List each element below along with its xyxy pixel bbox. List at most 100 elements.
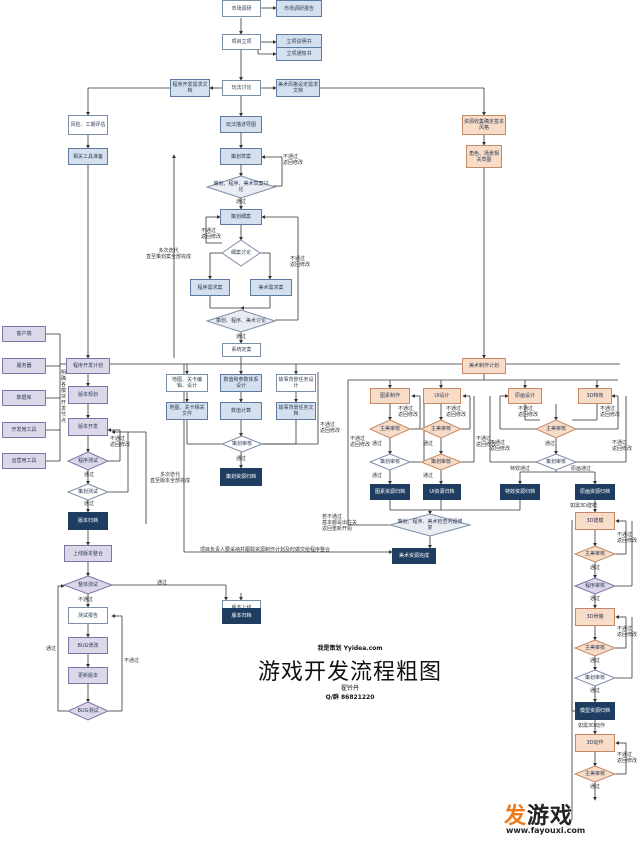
- node-test-report: 测试报告: [68, 607, 108, 624]
- node-version-plan: 版本规划: [68, 386, 108, 404]
- diamond-program-check-3d: 程序审核: [573, 577, 617, 595]
- diamond-lead-check-scene: 主美审核: [534, 419, 578, 439]
- edge-label-pass: 通过: [157, 580, 168, 586]
- node-art-req: 美术需求案: [250, 279, 292, 296]
- edge-label-fail: 不通过: [124, 658, 140, 664]
- label-anim-adjust: 如需3D动作: [578, 723, 606, 729]
- edge-label-fail-return: 不通过 返回修改: [617, 532, 638, 544]
- diamond-plan-check: 策划审核: [220, 435, 264, 453]
- node-version-archive: 版本归档: [68, 512, 108, 530]
- diamond-plan-review: 策划、程序、美术草案讨论: [205, 175, 277, 199]
- diagram-author: 翟钤丹: [340, 685, 359, 692]
- edge-label-fail-return: 不通过 返回修改: [201, 228, 222, 240]
- edge-label-effect-pass: 特效通过: [510, 466, 531, 472]
- node-scene-archive: 原画资源归档: [575, 484, 615, 500]
- edge-label-fail-return: 不通过 返回修改: [290, 256, 311, 268]
- node-project-setup: 项目立项: [222, 34, 261, 50]
- edge-label-pass: 通过: [236, 199, 247, 205]
- node-detail-plan: 策划细案: [220, 209, 262, 225]
- node-effect-3d: 3D特效: [578, 388, 612, 404]
- label-iterate-version: 多次迭代 直至版本全部完成: [150, 472, 191, 484]
- node-version-dev: 版本开发: [68, 418, 108, 436]
- node-art-complete: 美术资源完成: [392, 548, 436, 564]
- node-ui-design: UI设计: [423, 388, 461, 404]
- node-effect-archive: 特效资源归档: [500, 484, 540, 500]
- node-gameplay-discussion: 玩法讨论: [222, 80, 261, 96]
- node-launch-integrate: 上线版本整合: [64, 545, 112, 562]
- module-ops-tools: 运营用工具: [2, 453, 46, 469]
- label-clarify: 明确各模块开发节点: [61, 370, 67, 424]
- diamond-full-test: 整体测试: [62, 575, 114, 595]
- diamond-detail-review-label: 细案讨论: [230, 250, 251, 256]
- node-3d-anim: 3D动作: [575, 734, 615, 752]
- diamond-program-check-label: 程序审核: [584, 583, 605, 589]
- edge-label-fail-return: 不通过 返回修改: [350, 436, 371, 448]
- node-update-version: 更新版本: [68, 667, 108, 684]
- diamond-lead-check-label: 主美审核: [430, 426, 451, 432]
- node-program-dev-plan: 程序开发计划: [66, 358, 110, 374]
- edge-label-pass: 通过: [545, 441, 556, 447]
- diamond-program-test-label: 程序测试: [77, 458, 98, 464]
- edge-label-pass: 通过: [423, 473, 434, 479]
- node-version-archive-final: 版本归档: [222, 608, 261, 624]
- site-watermark: 发游戏 www.fayouxi.com: [504, 798, 624, 840]
- diamond-program-test: 程序测试: [66, 451, 110, 471]
- edge-label-fail-return: 不通过 返回修改: [476, 436, 497, 448]
- node-market-report: 市场调研报告: [276, 0, 322, 17]
- diamond-bug-test: BUG测试: [66, 701, 110, 721]
- diamond-plan-review-label: 策划、程序、美术草案讨论: [213, 181, 269, 193]
- module-server: 服务器: [2, 358, 46, 374]
- module-dev-tools: 开发用工具: [2, 422, 46, 438]
- diamond-full-review-label: 策划、程序、美术检查问题修复: [397, 519, 463, 531]
- node-3d-model: 3D建模: [575, 512, 615, 530]
- node-value-calc: 数值计算: [220, 402, 262, 420]
- node-map-doc: 地图、关卡相关文件: [166, 402, 208, 420]
- edge-label-pass: 通过: [372, 441, 383, 447]
- diagram-contact: Q/群 86821220: [325, 694, 375, 701]
- diamond-plan-check-scene: 策划审核: [534, 453, 578, 471]
- node-plan-draft: 策划草案: [220, 148, 262, 165]
- diamond-lead-check-3d-label: 主美审核: [584, 645, 605, 651]
- edge-label-pass: 通过: [423, 441, 434, 447]
- edge-label-fail-return: 不通过 返回修改: [398, 406, 419, 418]
- diamond-plan-check-ui: 策划审核: [419, 453, 463, 471]
- node-art-plan: 美术制作计划: [462, 358, 506, 374]
- node-color-style: 角色、场景相关草图: [466, 145, 502, 168]
- edge-label-pass: 通过: [372, 473, 383, 479]
- diamond-lead-check-3d-b: 主美审核: [573, 639, 617, 657]
- label-model-adjust: 如需3D建模: [570, 503, 598, 509]
- edge-label-pass: 通过: [590, 596, 601, 602]
- edge-label-fail-return: 不通过 返回修改: [320, 422, 341, 434]
- diamond-lead-check-icon: 主美审核: [368, 419, 412, 439]
- module-client: 客户端: [2, 326, 46, 342]
- node-setup-notice: 立项通知书: [276, 47, 322, 61]
- watermark-logo: 发游戏: [504, 798, 573, 830]
- diamond-plan-test-label: 策划测试: [77, 489, 98, 495]
- node-gameplay-diagram: 玩法描述导图: [220, 116, 262, 133]
- node-tools-prep: 相关工具准备: [68, 148, 108, 165]
- diamond-full-test-label: 整体测试: [77, 582, 98, 588]
- node-resource-collect: 资源收集确定基本风格: [462, 115, 506, 135]
- diamond-plan-check-label: 策划审核: [231, 441, 252, 447]
- node-bug-fix: BUG修改: [68, 637, 108, 654]
- node-icon-archive: 图素资源归档: [370, 484, 410, 500]
- edge-label-pass: 通过: [590, 658, 601, 664]
- diamond-lead-check-label: 主美审核: [379, 426, 400, 432]
- diamond-plan-check-3d: 策划审核: [573, 669, 617, 687]
- edge-label-fail-return: 不通过 返回修改: [110, 436, 131, 448]
- watermark-logo-a: 发: [504, 804, 528, 829]
- edge-label-scene-pass: 原画通过: [571, 466, 592, 472]
- node-system-final: 系统定案: [222, 343, 261, 357]
- label-fail-note: 若不通过 基本都是出在关 返回重新开始: [322, 514, 358, 532]
- diamond-final-review: 策划、程序、美术讨论: [205, 309, 277, 333]
- edge-label-pass: 通过: [590, 784, 601, 790]
- diamond-detail-review: 细案讨论: [221, 239, 261, 267]
- node-ui-archive: UI资源归档: [423, 484, 461, 500]
- node-plan-archive: 策划资源归档: [220, 468, 262, 486]
- node-3d-rig: 3D骨骼: [575, 608, 615, 626]
- edge-label-pass: 通过: [84, 472, 95, 478]
- node-story-doc: 故事背景任务文档: [276, 402, 316, 420]
- edge-label-fail-return: 不通过 返回修改: [446, 406, 467, 418]
- module-database: 数据库: [2, 390, 46, 406]
